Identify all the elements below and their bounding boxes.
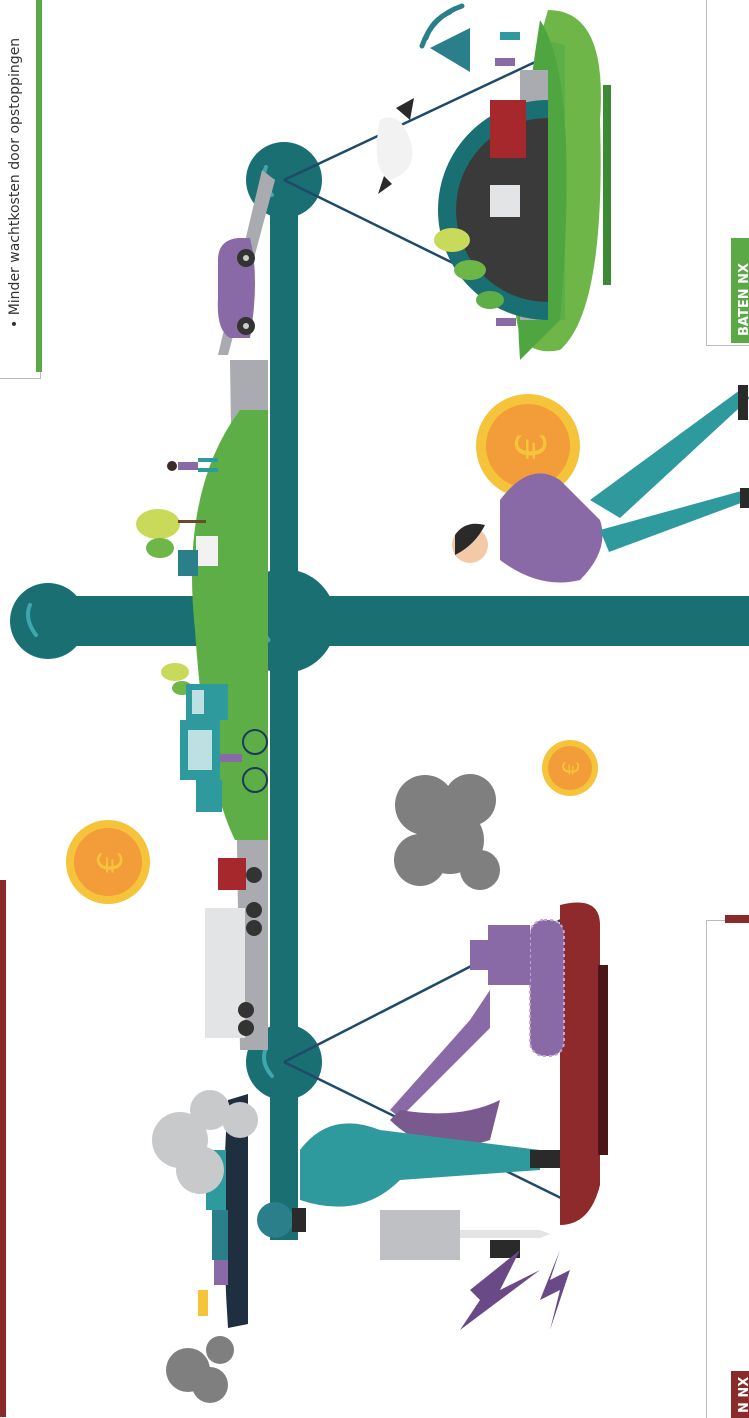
support-end-knob [10,583,86,659]
svg-text:€: € [507,433,556,460]
excavator-icon [390,920,564,1147]
lightning-icon [540,1250,570,1330]
svg-text:€: € [91,851,131,873]
euro-coin-icon: € [542,740,598,796]
svg-text:€: € [560,761,585,775]
cloud-icon [394,774,500,890]
euro-coin-icon: € [66,820,150,904]
balance-support [50,596,749,646]
worker-icon [257,1123,560,1260]
car-icon [218,238,255,338]
lightning-icon [460,1250,540,1330]
cloud-icon [166,1336,234,1403]
bird-icon [377,98,414,194]
wifi-icon [422,6,470,72]
